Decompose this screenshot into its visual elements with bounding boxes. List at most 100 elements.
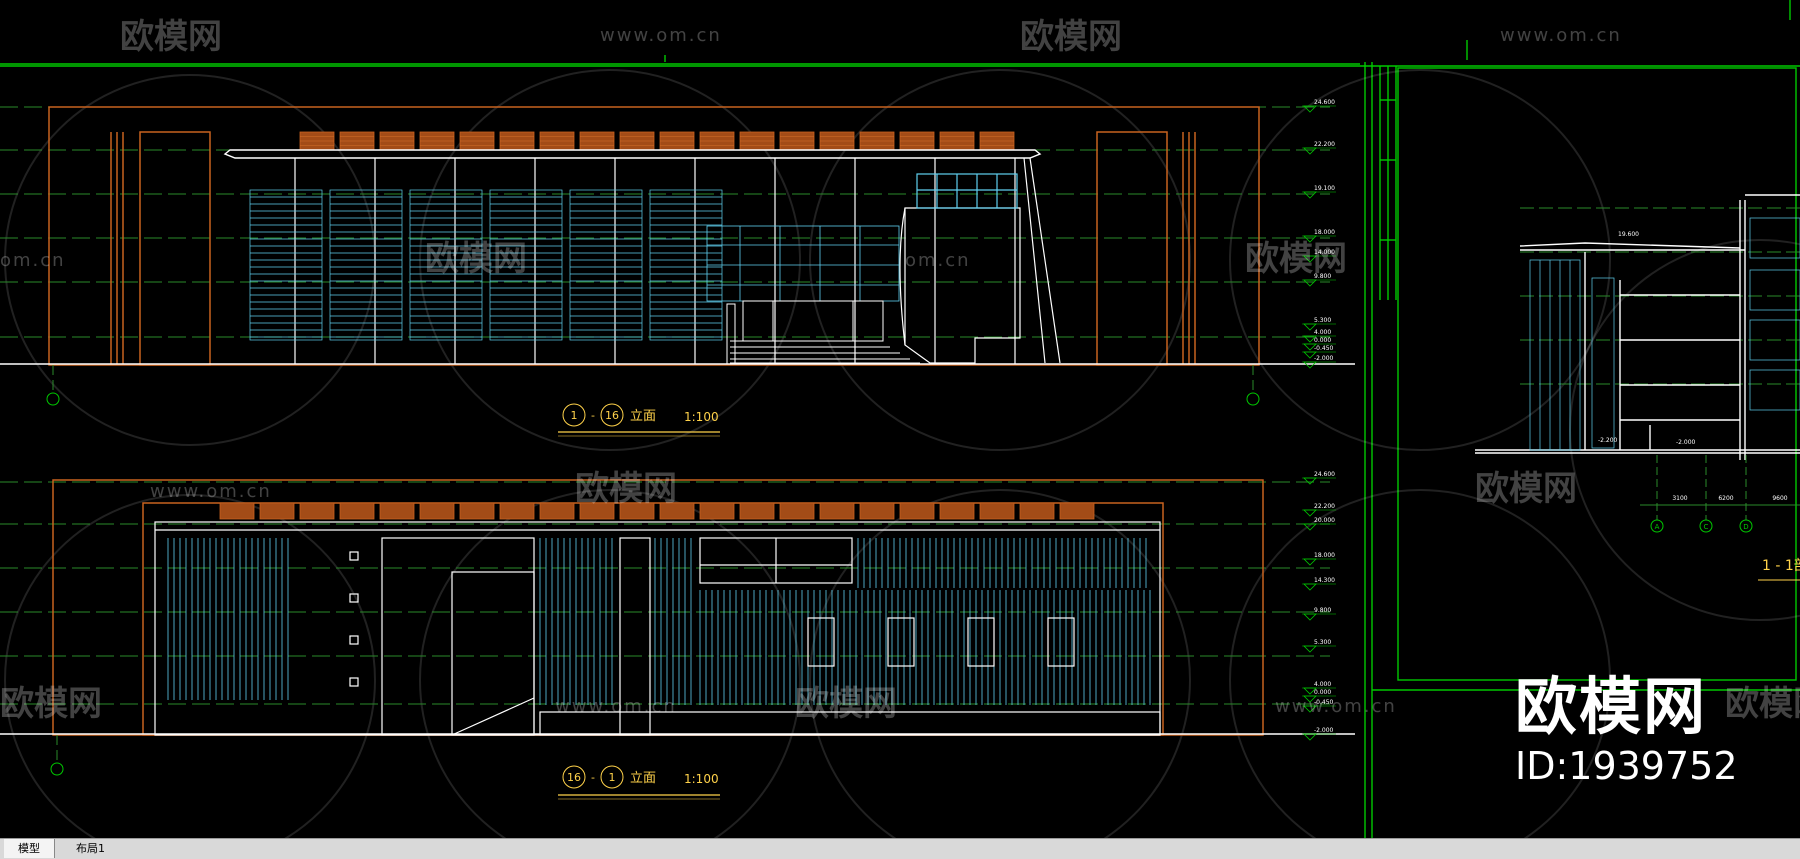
entrance-top <box>726 300 920 365</box>
axis-end-label: 16 <box>605 409 619 422</box>
drawing-canvas[interactable]: 24.60022.20019.10018.00014.0009.8005.300… <box>0 0 1800 838</box>
glass-panel <box>249 189 323 341</box>
section-axis-label: D <box>1743 523 1748 531</box>
louvre-block <box>259 502 295 520</box>
watermark-url: om.cn <box>905 250 971 271</box>
louvre-block <box>979 502 1015 520</box>
elevation-scale: 1:100 <box>684 772 719 786</box>
elevation-title: 立面 <box>630 771 656 786</box>
vertical-slats-bottom <box>167 538 1151 705</box>
facade-bottom <box>154 521 1161 736</box>
brand-overlay: 欧模网 ID:1939752 <box>1515 672 1738 790</box>
level-label: 0.000 <box>1314 689 1331 696</box>
louvre-block <box>659 502 695 520</box>
watermark-circles <box>4 69 1800 838</box>
section-structure <box>1475 194 1800 460</box>
louvre-block <box>459 502 495 520</box>
watermark-brand: 欧模网 <box>120 17 222 57</box>
watermark-brand: 欧模网 <box>1725 684 1800 724</box>
level-label: 0.000 <box>1314 337 1331 344</box>
small-windows-bottom <box>349 551 1075 687</box>
section-dim: 3100 <box>1672 495 1687 502</box>
roof-louvres-top <box>299 131 1015 151</box>
louvre-block <box>299 502 335 520</box>
level-triangle <box>1303 645 1317 653</box>
watermark-brand: 欧模网 <box>575 469 677 509</box>
level-triangle <box>1303 477 1317 485</box>
axis-title-bubble <box>562 403 586 427</box>
glass-panel <box>569 189 643 341</box>
level-label: 5.300 <box>1314 317 1331 324</box>
layout-tab-bar: 模型 布局1 <box>0 838 1800 859</box>
watermark-brand: 欧模网 <box>0 684 102 724</box>
axis-bubble <box>46 392 60 406</box>
axis-dash: - <box>591 409 595 422</box>
axis-title-bubble <box>600 403 624 427</box>
louvre-block <box>739 502 775 520</box>
watermark-layer: 欧模网欧模网欧模网欧模网欧模网欧模网欧模网欧模网欧模网www.om.cnwww.… <box>0 17 1800 724</box>
section-dim: 6200 <box>1718 495 1733 502</box>
louvre-block <box>579 502 615 520</box>
watermark-brand: 欧模网 <box>795 684 897 724</box>
elevation-title: 立面 <box>630 409 656 424</box>
watermark-url: www.om.cn <box>555 696 677 717</box>
level-triangle <box>1303 733 1317 741</box>
level-label: 9.800 <box>1314 273 1331 280</box>
louvre-block <box>539 502 575 520</box>
level-triangle <box>1303 613 1317 621</box>
level-marks-bottom: 24.60022.20020.00018.00014.3009.8005.300… <box>1302 471 1336 741</box>
watermark-url: om.cn <box>0 250 66 271</box>
level-marks-top: 24.60022.20019.10018.00014.0009.8005.300… <box>1302 99 1336 369</box>
tab-layout1[interactable]: 布局1 <box>62 839 119 858</box>
elevation-scale: 1:100 <box>684 410 719 424</box>
section-glass <box>1529 217 1800 451</box>
axis-title-bubble <box>600 765 624 789</box>
axis-dash: - <box>591 771 595 784</box>
louvre-block <box>339 502 375 520</box>
level-label: 18.000 <box>1314 229 1335 236</box>
louvre-block <box>379 502 415 520</box>
axis-bubble <box>50 762 64 776</box>
level-label: 22.200 <box>1314 503 1335 510</box>
level-label: 19.100 <box>1314 185 1335 192</box>
axis-start-label: 1 <box>571 409 578 422</box>
axis-lines-top <box>52 365 1254 392</box>
louvre-block <box>419 502 455 520</box>
watermark-url: www.om.cn <box>1500 25 1622 46</box>
glass-box-top <box>706 225 900 302</box>
watermark-brand: 欧模网 <box>1245 239 1347 279</box>
glass-panel <box>489 189 563 341</box>
level-triangle <box>1303 147 1317 155</box>
level-triangle <box>1303 583 1317 591</box>
watermark-brand: 欧模网 <box>425 239 527 279</box>
watermark-url: www.om.cn <box>1275 696 1397 717</box>
level-triangle <box>1303 509 1317 517</box>
orange-outline-top <box>48 106 1260 366</box>
level-label: -0.450 <box>1314 699 1334 706</box>
level-label: 4.000 <box>1314 681 1331 688</box>
watermark-brand: 欧模网 <box>1020 17 1122 57</box>
louvre-block <box>819 502 855 520</box>
louvre-block <box>899 502 935 520</box>
louvre-block <box>939 502 975 520</box>
section-level-label: 19.600 <box>1618 231 1639 238</box>
axis-title-bubble <box>562 765 586 789</box>
level-label: -2.000 <box>1314 355 1334 362</box>
elevation-top: 24.60022.20019.10018.00014.0009.8005.300… <box>0 99 1355 437</box>
louvre-block <box>619 502 655 520</box>
level-triangle <box>1303 191 1317 199</box>
section-1-1: A C D 3100 6200 9600 19.600 -2.200 -2.00… <box>1475 194 1800 581</box>
watermark-url: www.om.cn <box>600 25 722 46</box>
section-axis-label: A <box>1655 523 1660 531</box>
watermark-url: www.om.cn <box>150 481 272 502</box>
level-label: -0.450 <box>1314 345 1334 352</box>
louvre-block <box>499 502 535 520</box>
level-label: 18.000 <box>1314 552 1335 559</box>
section-axis-bubble <box>1650 519 1664 533</box>
glass-panel <box>409 189 483 341</box>
louvre-block <box>779 502 815 520</box>
level-label: -2.000 <box>1314 727 1334 734</box>
sheet-frames <box>0 0 1800 838</box>
tab-model[interactable]: 模型 <box>4 839 55 858</box>
